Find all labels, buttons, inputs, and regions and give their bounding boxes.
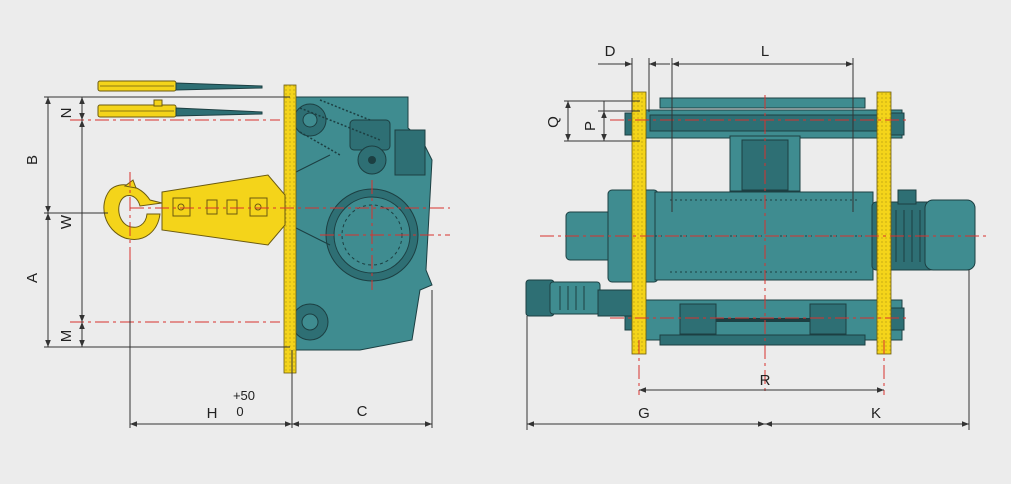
label-H-tolerance-zero: 0 bbox=[236, 404, 243, 419]
hook-block bbox=[161, 174, 286, 246]
side-dimensions bbox=[44, 96, 433, 428]
hoist-frame-side bbox=[289, 96, 433, 351]
runway-rail-left bbox=[631, 91, 647, 355]
label-H-tolerance-plus: +50 bbox=[233, 388, 255, 403]
runway-rail-right bbox=[876, 91, 892, 355]
label-K: K bbox=[871, 405, 881, 422]
label-C: C bbox=[357, 403, 368, 420]
label-H: H bbox=[207, 405, 218, 422]
label-N: N bbox=[58, 108, 75, 119]
label-P: P bbox=[582, 121, 599, 131]
label-B: B bbox=[24, 155, 41, 165]
label-W: W bbox=[58, 214, 75, 229]
label-L: L bbox=[761, 43, 769, 60]
label-R: R bbox=[760, 372, 771, 389]
pendant-control-upper bbox=[97, 80, 263, 92]
label-D: D bbox=[605, 43, 616, 60]
front-view: D L Q P R G K bbox=[525, 43, 990, 430]
label-A: A bbox=[24, 273, 41, 283]
pendant-control-lower bbox=[97, 99, 263, 118]
hook bbox=[103, 179, 163, 240]
label-Q: Q bbox=[545, 116, 562, 128]
label-M: M bbox=[58, 330, 75, 343]
front-dimensions bbox=[526, 58, 970, 430]
side-view: B A N W M H +50 0 C bbox=[24, 80, 450, 428]
label-G: G bbox=[638, 405, 650, 422]
bottom-carriage bbox=[624, 299, 905, 346]
travel-motor bbox=[525, 279, 635, 317]
runway-rail-side bbox=[283, 84, 297, 374]
